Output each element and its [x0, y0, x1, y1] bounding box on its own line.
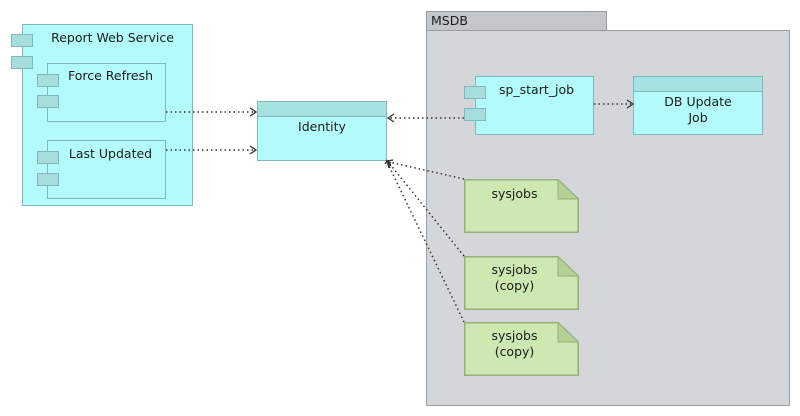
class-header: [258, 102, 386, 117]
note-fold-icon: [557, 179, 579, 200]
component-port-icon: [37, 151, 59, 164]
component-port-icon: [37, 173, 59, 186]
msdb-label: MSDB: [431, 13, 468, 28]
component-port-icon: [37, 74, 59, 87]
sysjobs-copy-label-line1: sysjobs: [491, 328, 538, 343]
note-fold-icon: [557, 256, 579, 277]
sysjobs-copy-label-line2: (copy): [494, 344, 535, 359]
arrowhead-icon: [249, 145, 258, 155]
arrowhead-icon: [385, 159, 392, 169]
sysjobs-note[interactable]: sysjobs: [464, 179, 579, 233]
arrowhead-icon: [385, 159, 394, 167]
db-update-job-class[interactable]: DB Update Job: [633, 76, 763, 135]
sysjobs-copy-note[interactable]: sysjobs (copy): [464, 322, 579, 376]
sysjobs-copy-note[interactable]: sysjobs (copy): [464, 256, 579, 310]
sp-start-job-component[interactable]: sp_start_job: [475, 76, 594, 135]
component-port-icon: [464, 108, 486, 121]
sp-start-job-label: sp_start_job: [498, 82, 575, 97]
db-update-job-label-line2: Job: [688, 110, 708, 125]
force-refresh-label: Force Refresh: [68, 68, 153, 83]
component-port-icon: [464, 86, 486, 99]
sysjobs-copy-label-line2: (copy): [494, 278, 535, 293]
force-refresh-component[interactable]: Force Refresh: [47, 63, 166, 122]
msdb-package-tab[interactable]: MSDB: [426, 11, 607, 32]
arrowhead-icon: [386, 113, 395, 123]
sysjobs-copy-label-line1: sysjobs: [491, 262, 538, 277]
identity-label: Identity: [298, 119, 346, 134]
db-update-job-label-line1: DB Update: [664, 94, 732, 109]
note-shape: [464, 179, 579, 233]
component-port-icon: [37, 95, 59, 108]
note-shape: [464, 322, 579, 376]
last-updated-component[interactable]: Last Updated: [47, 140, 166, 199]
last-updated-label: Last Updated: [68, 146, 153, 161]
arrowhead-icon: [384, 159, 390, 169]
note-fold-icon: [557, 322, 579, 343]
component-port-icon: [11, 34, 33, 47]
arrowhead-icon: [249, 107, 258, 117]
sysjobs-label: sysjobs: [491, 186, 538, 201]
note-shape: [464, 256, 579, 310]
component-port-icon: [11, 56, 33, 69]
report-web-service-label: Report Web Service: [51, 30, 174, 45]
class-header: [634, 77, 762, 92]
identity-class[interactable]: Identity: [257, 101, 387, 161]
